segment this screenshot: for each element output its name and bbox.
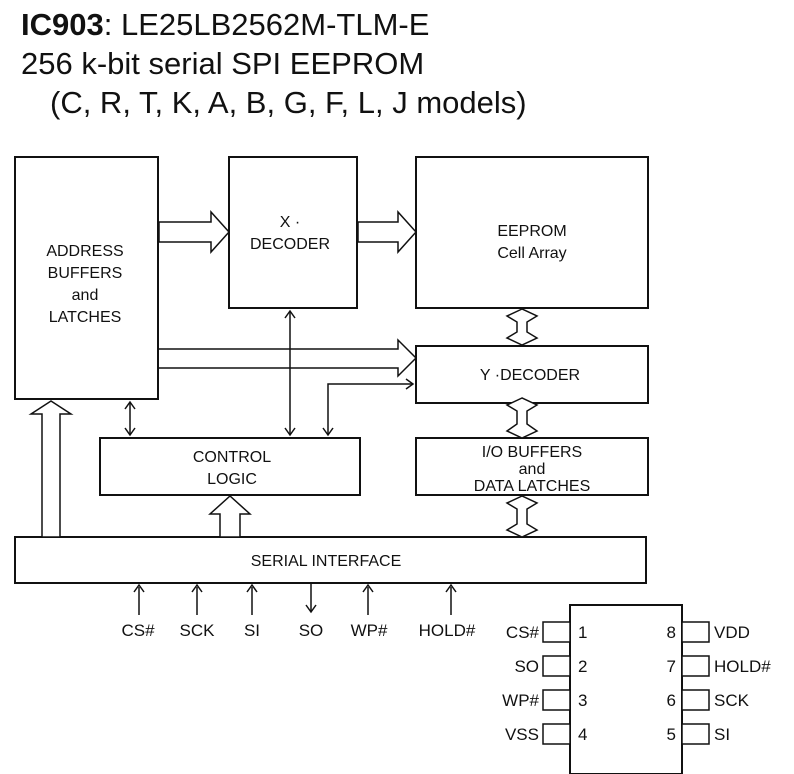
pin-8-number: 8: [667, 623, 676, 642]
pin-4-pad: [542, 723, 571, 745]
bus-arrow-serial-to-control: [208, 494, 252, 538]
eeprom-label-2: Cell Array: [497, 245, 566, 262]
pin-3-name: WP#: [502, 691, 539, 710]
part-name: : LE25LB2562M-TLM-E: [103, 7, 430, 42]
part-models: (C, R, T, K, A, B, G, F, L, J models): [50, 85, 527, 120]
signal-hold-label: HOLD#: [419, 621, 476, 640]
part-description: 256 k-bit serial SPI EEPROM: [21, 46, 425, 81]
y-decoder-label: Y ·DECODER: [480, 367, 580, 384]
address-buffers-label-3: and: [72, 287, 99, 304]
package-pinout: CS# SO WP# VSS 1 2 3 4 8 7 6 5 VDD HOLD#…: [502, 604, 771, 774]
pin-2-number: 2: [578, 657, 587, 676]
pin-4-number: 4: [578, 725, 587, 744]
pin-1-number: 1: [578, 623, 587, 642]
pin-1-name: CS#: [506, 623, 540, 642]
pin-7-number: 7: [667, 657, 676, 676]
part-id: IC903: [21, 7, 104, 42]
pin-1-pad: [542, 621, 571, 643]
address-buffers-label-4: LATCHES: [49, 309, 122, 326]
pin-2-name: SO: [514, 657, 539, 676]
pin-8-pad: [681, 621, 710, 643]
x-decoder-label-2: DECODER: [250, 236, 330, 253]
pin-4-name: VSS: [505, 725, 539, 744]
pin-5-name: SI: [714, 725, 730, 744]
pin-3-pad: [542, 689, 571, 711]
signal-so-label: SO: [299, 621, 324, 640]
bus-arrow-serial-to-addr: [28, 400, 74, 538]
address-buffers-block: [14, 156, 159, 400]
pin-5-number: 5: [667, 725, 676, 744]
bus-arrow-io-serial: [505, 495, 539, 538]
bus-arrow-ydec-io: [505, 397, 539, 439]
signal-si-label: SI: [244, 621, 260, 640]
pin-6-name: SCK: [714, 691, 750, 710]
address-buffers-label-1: ADDRESS: [46, 243, 123, 260]
signal-sck-label: SCK: [180, 621, 216, 640]
part-title: IC903: LE25LB2562M-TLM-E: [21, 7, 429, 43]
bus-arrow-addr-to-ydec: [159, 338, 418, 378]
pin-5-pad: [681, 723, 710, 745]
serial-interface-block: [14, 536, 647, 584]
pin-2-pad: [542, 655, 571, 677]
eeprom-label-1: EEPROM: [497, 223, 566, 240]
address-buffers-label-2: BUFFERS: [48, 265, 123, 282]
x-decoder-label-1: X ·: [280, 214, 300, 231]
serial-interface-label: SERIAL INTERFACE: [251, 553, 402, 570]
bus-arrow-eeprom-ydec: [505, 308, 539, 346]
line-control-ydec: [327, 383, 412, 434]
bus-arrow-xdec-to-eeprom: [357, 210, 418, 254]
control-logic-label-1: CONTROL: [193, 449, 271, 466]
pin-3-number: 3: [578, 691, 587, 710]
control-logic-label-2: LOGIC: [207, 471, 257, 488]
pin-6-number: 6: [667, 691, 676, 710]
signal-cs-label: CS#: [121, 621, 155, 640]
io-buffers-block: [415, 437, 649, 496]
io-buffers-label-2: and: [519, 461, 546, 478]
signal-wp-label: WP#: [351, 621, 388, 640]
pin-8-name: VDD: [714, 623, 750, 642]
x-decoder-block: [228, 156, 358, 309]
io-buffers-label-1: I/O BUFFERS: [482, 444, 582, 461]
pin-7-pad: [681, 655, 710, 677]
pin-7-name: HOLD#: [714, 657, 771, 676]
bus-arrow-addr-to-xdec: [158, 210, 231, 254]
pin-6-pad: [681, 689, 710, 711]
io-buffers-label-3: DATA LATCHES: [474, 478, 590, 495]
